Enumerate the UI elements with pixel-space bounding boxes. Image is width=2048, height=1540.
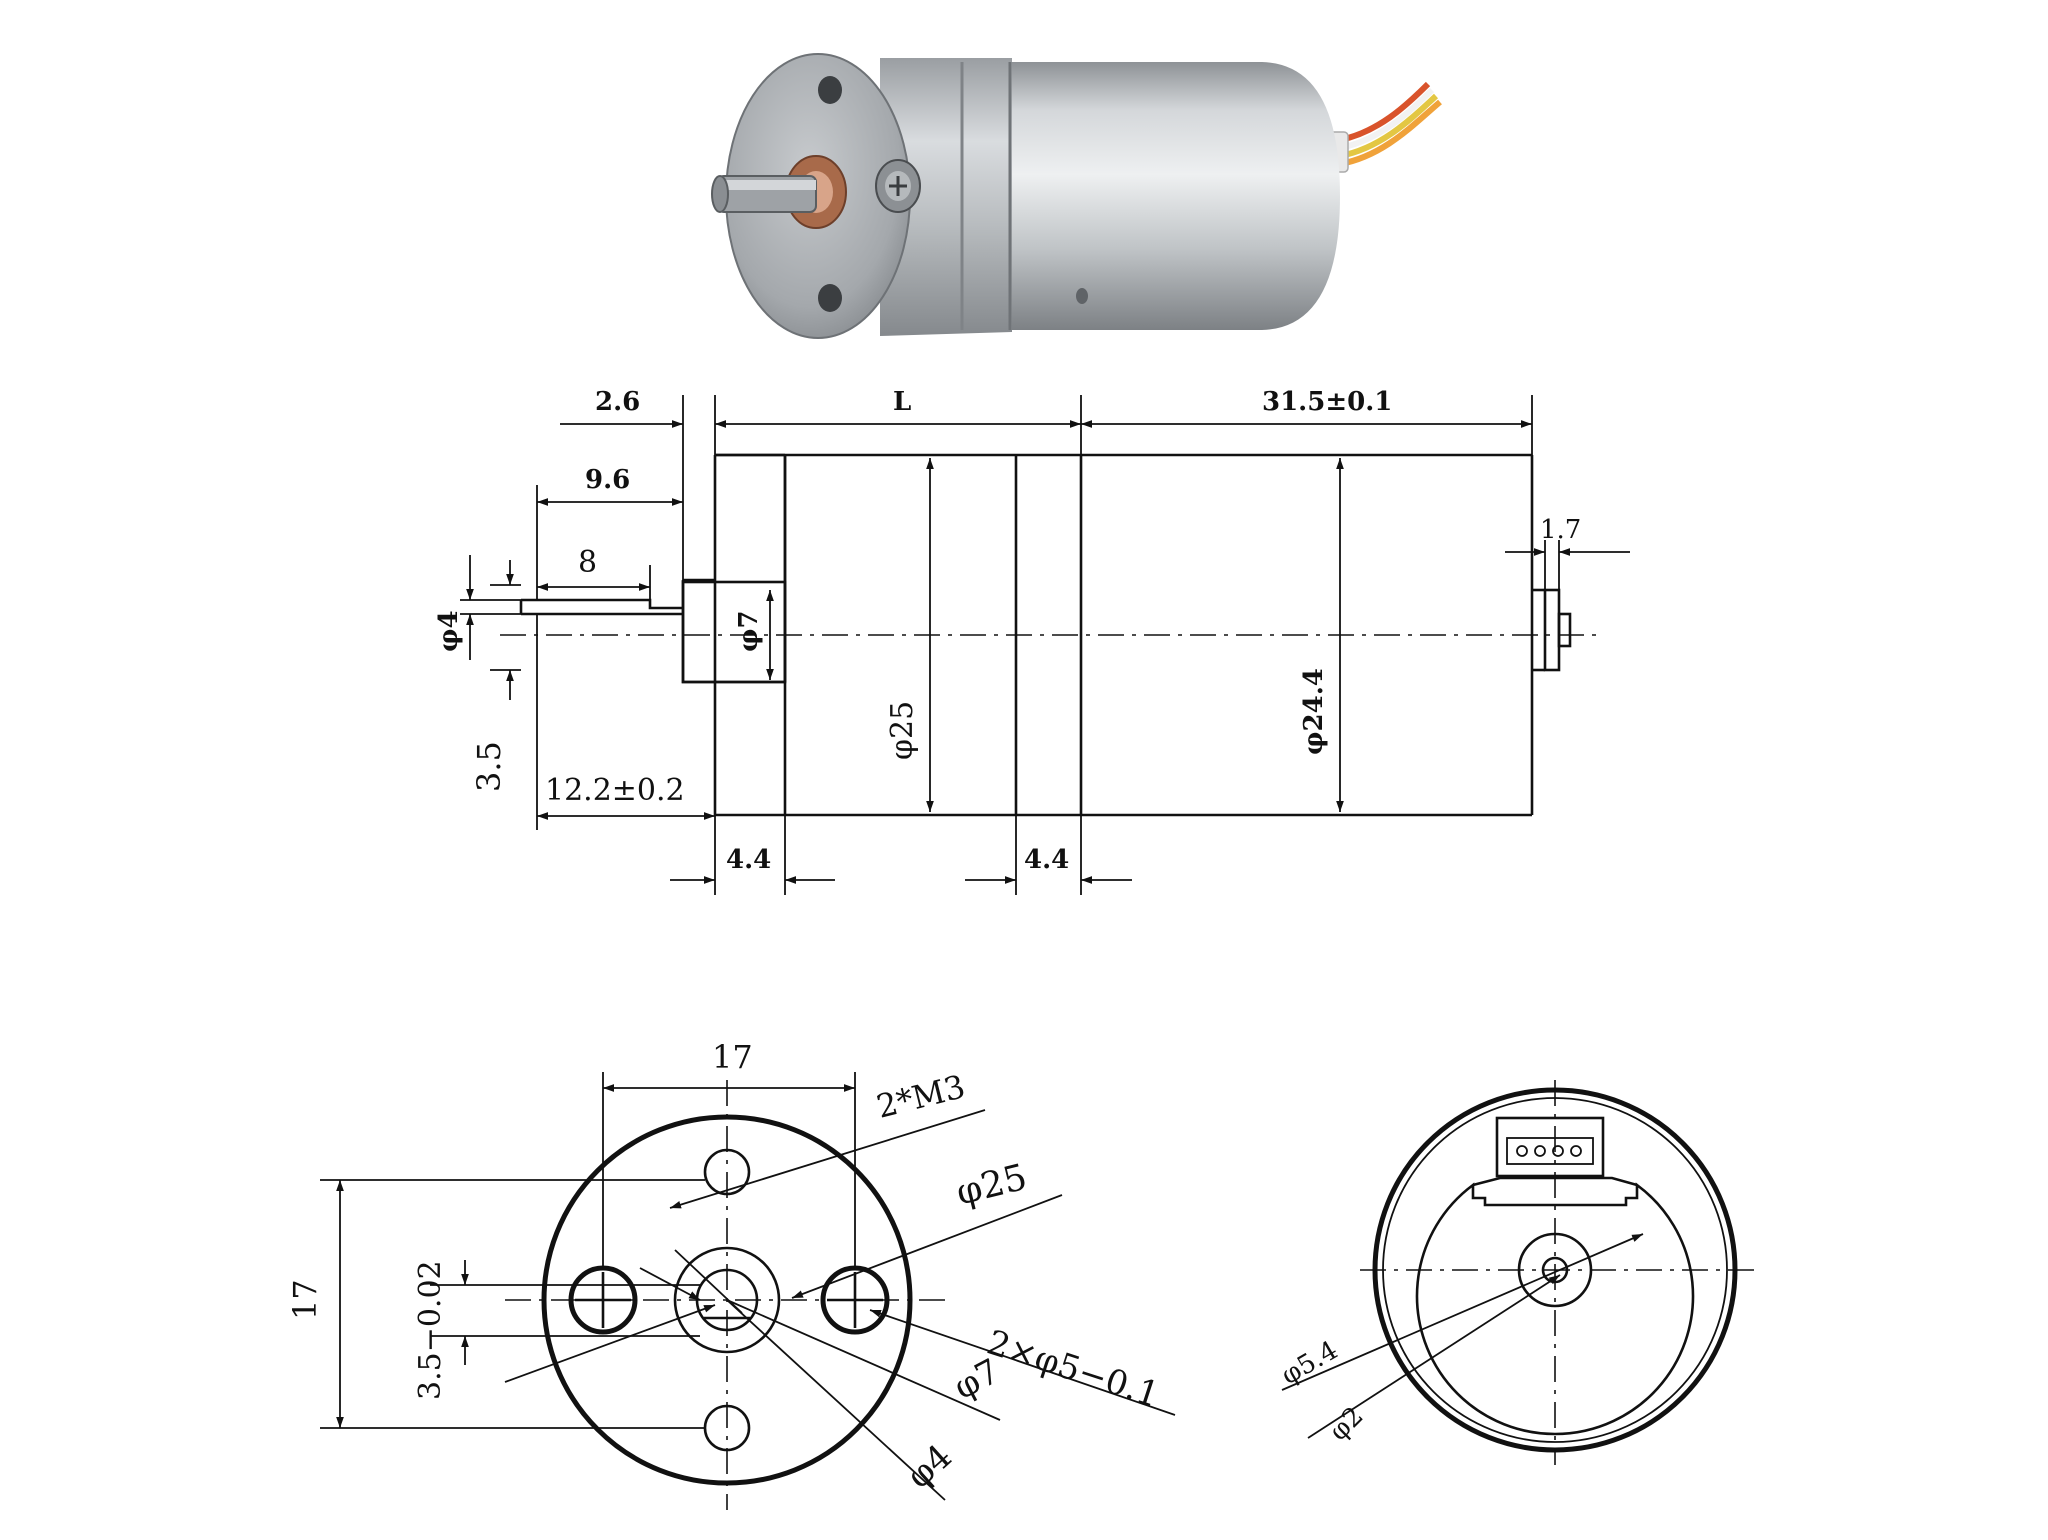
- dim-17-top: 17: [712, 1038, 753, 1076]
- gearbox-housing: [880, 58, 1012, 336]
- wire-orange: [1339, 99, 1442, 167]
- dim-2x-phi5: 2×φ5−0.1: [982, 1323, 1164, 1416]
- front-extension-lines: [320, 1072, 856, 1429]
- wire-yellow: [1339, 93, 1439, 159]
- rear-connector: [1495, 1116, 1605, 1178]
- dim-phi5-4: φ5.4: [1277, 1335, 1344, 1391]
- mount-hole-bottom: [818, 284, 842, 312]
- dim-9-6: 9.6: [585, 465, 630, 495]
- dim-1-7: 1.7: [1540, 515, 1581, 545]
- rear-pcb-outline: [1415, 1182, 1695, 1436]
- front-view: 17 17 2*M3 φ25 3.5−0.02 2×φ5−0.1 φ7 φ4: [286, 1038, 1176, 1510]
- motor-photo: [711, 53, 1442, 339]
- side-extension-lines: [460, 395, 1560, 895]
- dim-L: L: [893, 387, 911, 417]
- dim-3-5: 3.5: [470, 741, 508, 792]
- motor-can: [1010, 62, 1340, 330]
- front-bushing-circle: [673, 1246, 781, 1354]
- side-view: 2.6 L 31.5±0.1 9.6 8 1.7 φ4 φ7 φ25 φ24.4…: [434, 387, 1630, 895]
- rear-shaft-stub: [1557, 612, 1572, 648]
- dim-phi25: φ25: [885, 701, 920, 760]
- front-shaft-circle: [695, 1268, 759, 1332]
- m3-hole-top: [703, 1148, 751, 1196]
- dim-2-6: 2.6: [595, 387, 640, 417]
- wire-red: [1339, 81, 1431, 143]
- side-bushing: [681, 580, 787, 684]
- dim-phi7: φ7: [734, 610, 764, 652]
- dim-8: 8: [578, 545, 597, 580]
- dim-2-m3: 2*M3: [873, 1067, 969, 1126]
- dim-phi4-front: φ4: [899, 1437, 960, 1497]
- dim-12-2: 12.2±0.2: [545, 773, 685, 808]
- mount-hole-top: [818, 76, 842, 104]
- dim-phi24-4: φ24.4: [1299, 668, 1329, 755]
- dim-4-4-right: 4.4: [1024, 845, 1069, 875]
- dim-4-4-left: 4.4: [726, 845, 771, 875]
- dim-phi25-front: φ25: [952, 1157, 1031, 1214]
- dim-phi2: φ2: [1324, 1401, 1370, 1447]
- rear-view: φ5.4 φ2: [1277, 1080, 1755, 1465]
- dim-31-5: 31.5±0.1: [1262, 387, 1392, 417]
- dim-17-left: 17: [286, 1279, 324, 1320]
- wire-white: [1339, 87, 1435, 151]
- rear-boss: [1543, 588, 1561, 672]
- dim-3-5-tol: 3.5−0.02: [413, 1260, 448, 1400]
- side-outline: [519, 453, 1572, 817]
- dim-phi4: φ4: [434, 610, 464, 652]
- front-dimension-lines: [336, 1084, 1176, 1501]
- side-dimension-labels: 2.6 L 31.5±0.1 9.6 8 1.7 φ4 φ7 φ25 φ24.4…: [434, 387, 1581, 875]
- side-dimension-lines: [466, 420, 1630, 884]
